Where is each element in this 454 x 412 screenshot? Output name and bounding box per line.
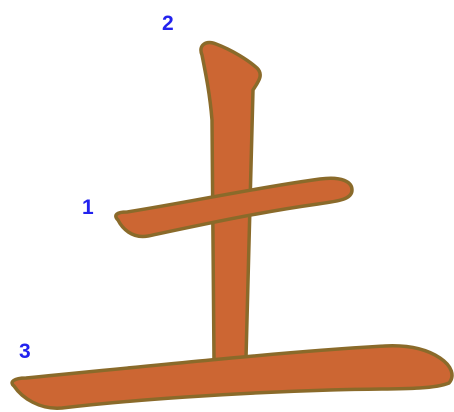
- stroke-number-3: 3: [19, 340, 31, 363]
- stroke-number-2: 2: [162, 12, 174, 35]
- stroke-number-1: 1: [82, 196, 94, 219]
